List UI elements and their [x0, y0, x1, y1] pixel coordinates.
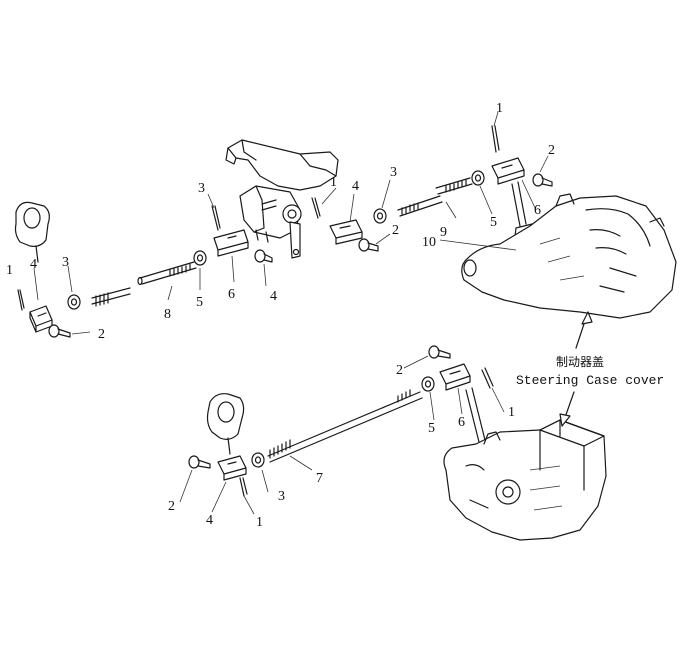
callout-1-umb: 1 — [330, 175, 337, 190]
callout-4-um: 4 — [270, 289, 277, 304]
callout-5-um: 5 — [196, 295, 203, 310]
lower-clevis-4 — [217, 455, 247, 481]
callout-6-ur: 6 — [534, 203, 541, 218]
callout-9: 9 — [440, 225, 447, 240]
housing-arrows — [559, 311, 593, 427]
lower-lever — [465, 387, 487, 447]
callout-3-ul: 3 — [62, 255, 69, 270]
caption-zh: 制动器盖 — [556, 355, 604, 369]
pin-3-upper-mid — [211, 205, 221, 231]
callout-5-lr: 5 — [428, 421, 435, 436]
callout-8: 8 — [164, 307, 171, 322]
brake-cover-housing — [461, 193, 677, 319]
lower-bolt-2 — [188, 455, 211, 469]
clevis-6-upper-right — [491, 157, 525, 185]
pin-1-upper-mid-b — [311, 197, 321, 219]
callout-6-lr: 6 — [458, 415, 465, 430]
lever-bracket-assembly — [225, 139, 339, 259]
lower-pin-1 — [239, 477, 248, 497]
housing-caption: 制动器盖 Steering Case cover — [516, 355, 664, 388]
callout-4-umb: 4 — [352, 179, 359, 194]
callouts-upper-left: 1 4 3 2 — [6, 255, 105, 342]
callouts-upper-mid-a: 8 5 6 4 3 — [164, 181, 277, 322]
callout-1-lr: 1 — [508, 405, 515, 420]
callout-1-ur: 1 — [496, 101, 503, 116]
callout-1-ul: 1 — [6, 263, 13, 278]
callout-3-umb: 3 — [390, 165, 397, 180]
bolt-upper-mid — [254, 249, 273, 263]
callouts-lower: 2 1 5 6 7 3 2 4 1 — [168, 363, 515, 530]
upper-left-clevis — [29, 305, 53, 333]
nut-5-upper-right — [471, 170, 485, 186]
callout-2-ur: 2 — [548, 143, 555, 158]
callout-2-umb: 2 — [392, 223, 399, 238]
lower-clevis-6 — [439, 363, 471, 391]
nut-5-upper-mid — [193, 250, 207, 266]
callouts-upper-right: 1 2 9 5 6 10 — [422, 101, 555, 250]
callouts-upper-mid-b: 1 4 3 2 — [330, 165, 399, 238]
lower-bolt-2-right — [428, 345, 451, 359]
clevis-6-upper-mid — [213, 229, 249, 257]
bolt-2-upper-right — [532, 173, 553, 187]
rod-8 — [137, 261, 197, 286]
callout-1-ll: 1 — [256, 515, 263, 530]
callout-4-ll: 4 — [206, 513, 213, 528]
upper-left-rod-end — [91, 287, 131, 307]
pin-1-upper-right — [491, 125, 500, 153]
rod-7 — [267, 389, 423, 463]
callout-3-um: 3 — [198, 181, 205, 196]
callout-3-ll: 3 — [278, 489, 285, 504]
callout-7: 7 — [316, 471, 323, 486]
upper-left-pin — [17, 289, 25, 311]
leader-lines — [33, 111, 549, 515]
callout-5-ur: 5 — [490, 215, 497, 230]
callout-2-ll: 2 — [168, 499, 175, 514]
caption-en: Steering Case cover — [516, 373, 664, 388]
lower-nut-5 — [421, 376, 435, 392]
callout-2-lr: 2 — [396, 363, 403, 378]
steering-case-cover-housing — [443, 419, 607, 541]
upper-left-nut — [67, 294, 81, 310]
callout-6-um: 6 — [228, 287, 235, 302]
nut-3-upper-mid-b — [373, 208, 387, 224]
upper-left-coupling — [14, 201, 50, 263]
lower-coupling — [206, 393, 245, 455]
callout-2-ul: 2 — [98, 327, 105, 342]
bolt-2-upper-mid-b — [358, 238, 379, 252]
upper-left-bolt — [48, 324, 71, 338]
callout-4-ul: 4 — [30, 257, 37, 272]
lower-pin-1-right — [481, 367, 494, 389]
callout-10: 10 — [422, 235, 436, 250]
rod-9 — [397, 177, 473, 217]
lower-nut-3 — [251, 452, 265, 468]
clevis-4-upper-mid-b — [329, 219, 363, 245]
